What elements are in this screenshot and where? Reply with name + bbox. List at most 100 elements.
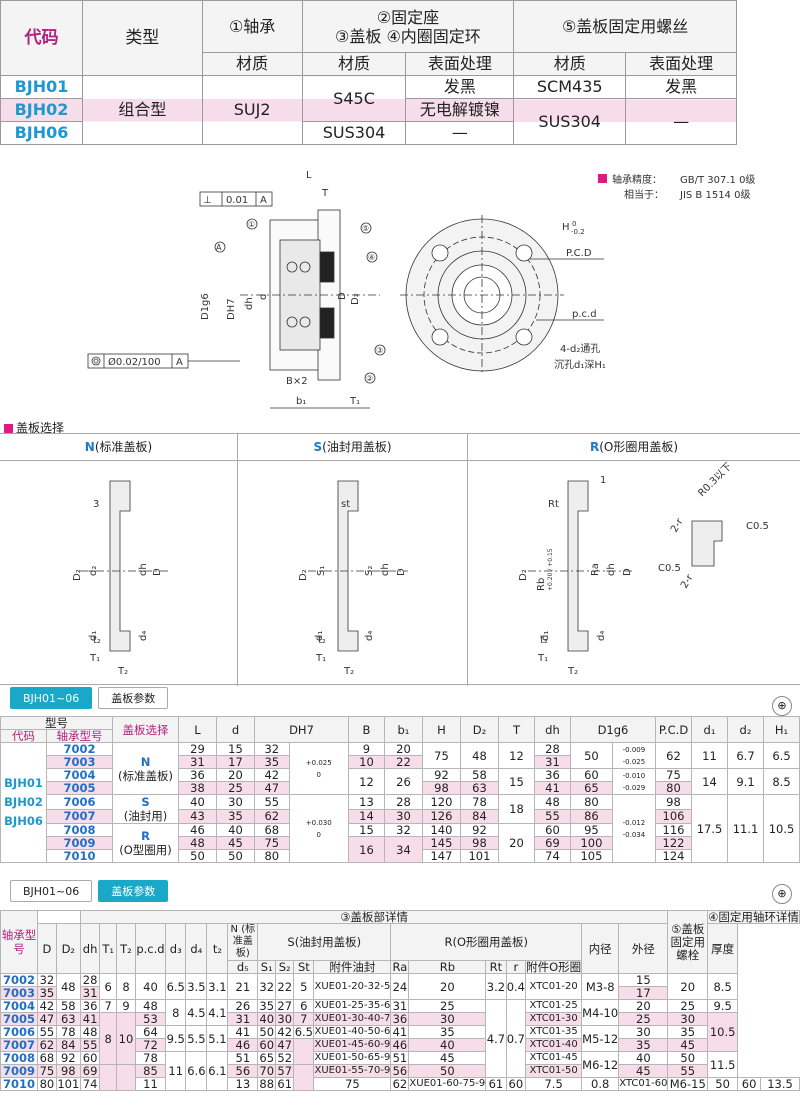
value-cell: 40 <box>408 1038 487 1052</box>
th-col: St <box>293 960 315 974</box>
dim-L: L <box>306 170 312 181</box>
value-cell: 60 <box>79 1051 101 1065</box>
value-cell <box>293 1038 315 1065</box>
value-cell: 98 <box>459 836 499 850</box>
value-cell: 62 <box>390 1077 410 1091</box>
tab-bjh01-06[interactable]: BJH01~06 <box>10 880 93 902</box>
zoom-icon[interactable]: ⊕ <box>772 696 792 716</box>
value-cell: 41 <box>79 1012 101 1026</box>
value-cell: 80 <box>569 794 613 810</box>
th-screw: ⑤盖板固定用螺栓 <box>667 910 709 974</box>
value-cell: 13 <box>347 794 385 810</box>
value-cell: 75 <box>254 836 290 850</box>
th-col: d₅ <box>227 960 259 974</box>
value-cell: 10.5 <box>763 794 800 863</box>
model-cell: 7009 <box>46 836 113 850</box>
th-col: dh <box>533 716 571 743</box>
value-cell: 6.5 <box>293 1025 315 1039</box>
value-cell: M6-15 <box>667 1077 709 1091</box>
value-cell: 36 <box>79 999 101 1013</box>
value-cell: 35 <box>257 999 277 1013</box>
tab-cover-params[interactable]: 盖板参数 <box>98 880 169 902</box>
value-cell: 60 <box>737 1077 762 1091</box>
coaxiality-value: Ø0.02/100 <box>108 356 161 368</box>
value-cell: M6-12 <box>581 1051 620 1078</box>
note-c05a: C0.5 <box>746 521 769 532</box>
value-cell: 46 <box>227 1038 259 1052</box>
dim-d1: d₁ <box>88 631 99 641</box>
value-cell: 8 <box>116 973 136 1000</box>
value-cell: 51 <box>227 1051 259 1065</box>
model-cell: 7008 <box>0 1051 39 1065</box>
dim-st: st <box>341 499 350 510</box>
value-cell: 122 <box>655 836 692 850</box>
value-cell: 92 <box>459 823 499 837</box>
value-cell: 60 <box>505 1077 527 1091</box>
section-marker-icon <box>4 424 13 433</box>
value-cell: 42 <box>254 768 290 782</box>
value-cell: 30 <box>383 808 423 824</box>
value-cell: 65 <box>569 781 613 795</box>
value-cell: 48 <box>55 973 81 1000</box>
value-cell: 36 <box>390 1012 410 1026</box>
value-cell: 62 <box>254 808 290 824</box>
cover-panel-n: N(标准盖板) 3 D₂ d₂ dh D d₁ d₄ t₂ T₁ T₂ <box>0 434 238 686</box>
value-cell: 30 <box>408 1012 487 1026</box>
value-cell: 116 <box>655 823 692 837</box>
dim-D-H7: DH7 <box>226 298 237 320</box>
value-cell: 4.1 <box>206 999 229 1026</box>
value-cell: 126 <box>421 808 461 824</box>
value-cell: 75 <box>313 1077 392 1091</box>
balloon-1: ① <box>248 220 255 229</box>
value-cell: 32 <box>383 823 423 837</box>
zoom-icon[interactable]: ⊕ <box>772 884 792 904</box>
dim-T2: T₂ <box>117 666 128 677</box>
dim-b1: b₁ <box>296 396 306 407</box>
spec-header-bearing: ①轴承 <box>201 0 303 53</box>
value-cell: 80 <box>254 849 290 863</box>
value-cell: 35 <box>667 1025 709 1039</box>
th-cover: 盖板选择 <box>112 716 179 743</box>
value-cell: 6 <box>293 999 315 1013</box>
dim-T2: T₂ <box>567 666 578 677</box>
value-cell: 30 <box>667 1012 709 1026</box>
value-cell: 22 <box>275 973 295 1000</box>
value-cell: 6.6 <box>185 1051 208 1091</box>
equivalent-value: JIS B 1514 0级 <box>679 189 750 201</box>
value-cell: 31 <box>227 1012 259 1026</box>
screw-material-cell: SUS304 <box>513 98 627 145</box>
value-cell: 9 <box>116 999 136 1013</box>
model-cell: 7010 <box>0 1077 39 1091</box>
value-cell: 147 <box>421 849 461 863</box>
th-col: D₂ <box>55 923 81 974</box>
tab-bjh01-06[interactable]: BJH01~06 <box>10 687 93 709</box>
value-cell: 56 <box>390 1064 410 1078</box>
value-cell: XTC01-40 <box>525 1038 583 1052</box>
value-cell: 48 <box>459 742 499 769</box>
value-cell: 26 <box>227 999 259 1013</box>
code-cell: BJH06 <box>0 121 83 145</box>
value-cell: 140 <box>421 823 461 837</box>
dim-d2: d₂ <box>88 566 99 576</box>
dim-D: D <box>152 568 163 576</box>
value-cell: 8.5 <box>763 768 800 795</box>
dim-Rt: Rt <box>548 499 559 510</box>
model-cell: 7004 <box>46 768 113 782</box>
value-cell: M4-10 <box>581 999 620 1026</box>
value-cell: 41 <box>390 1025 410 1039</box>
value-cell: 18 <box>497 794 535 824</box>
tab-cover-params[interactable]: 盖板参数 <box>98 687 169 709</box>
flatness-value: 0.01 <box>226 195 248 206</box>
value-cell: 47 <box>37 1012 57 1026</box>
dim-S1: S₁ <box>316 566 327 576</box>
dim-dh: dh <box>380 563 391 576</box>
dim-T1: T₁ <box>537 653 548 664</box>
note-r03: R0.3以下 <box>696 461 734 499</box>
th-col: D₂ <box>459 716 499 743</box>
balloon-5: ⑤ <box>362 224 369 233</box>
tol-cell: -0.012-0.034 <box>611 794 657 863</box>
hole-note-1: 4-d₂通孔 <box>560 343 600 355</box>
value-cell: 75 <box>37 1064 57 1078</box>
